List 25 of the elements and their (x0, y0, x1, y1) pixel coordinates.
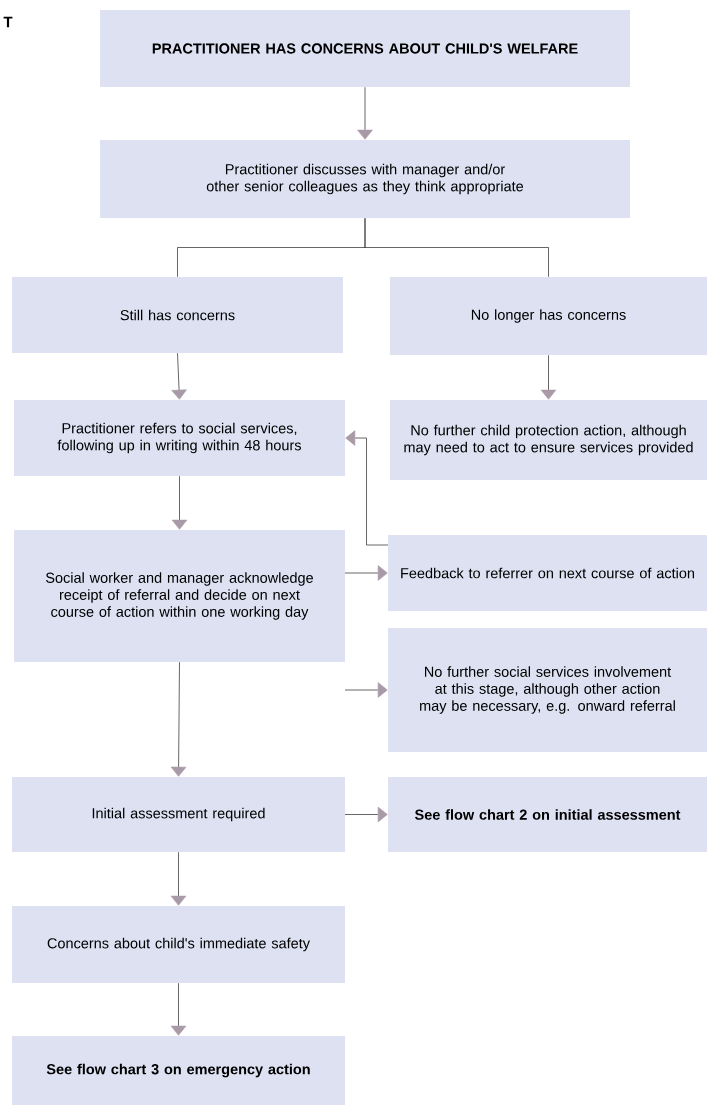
arrow (170, 851, 187, 906)
process-box: See flow chart 2 on initial assessment (388, 777, 707, 852)
arrow (170, 661, 187, 777)
process-box: Practitioner refers to social services, following up in writing within 48 hours (14, 400, 345, 476)
process-box: No further child protection action, although may need to act to ensure services provided (390, 400, 707, 480)
process-box: Practitioner discusses with manager and/or other senior colleagues as they think appropriate (100, 140, 630, 218)
process-box: No further social services involvement at this stage, although other action may be necessary, e.g. onward referral (388, 628, 707, 752)
process-box: Social worker and manager acknowledge receipt of referral and decide on next course of action within one working day (14, 530, 345, 662)
page-letter: T (3, 16, 13, 28)
process-box: Concerns about child's immediate safety (12, 906, 345, 983)
arrow (170, 982, 187, 1036)
arrow (345, 430, 389, 546)
arrow (344, 682, 388, 698)
process-box: Feedback to referrer on next course of action (388, 535, 707, 611)
process-box: See flow chart 3 on emergency action (12, 1036, 345, 1105)
process-box: Still has concerns (12, 277, 343, 353)
arrow (344, 565, 388, 581)
arrow (171, 475, 188, 530)
process-box: PRACTITIONER HAS CONCERNS ABOUT CHILD'S WELFARE (100, 10, 630, 87)
arrow (344, 806, 388, 823)
arrow (171, 352, 187, 400)
process-box: No longer has concerns (390, 277, 707, 355)
arrow (357, 86, 373, 140)
process-box: Initial assessment required (12, 777, 345, 852)
arrow (540, 354, 557, 400)
